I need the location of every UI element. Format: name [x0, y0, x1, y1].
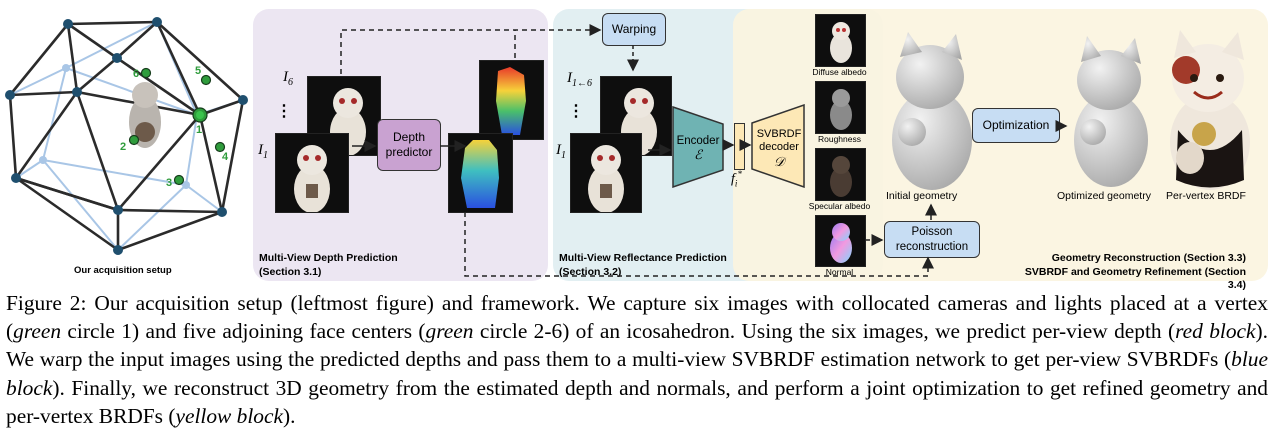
per-vertex-brdf-render [1170, 30, 1250, 190]
diffuse-albedo-label: Diffuse albedo [812, 67, 867, 77]
poisson-line1: Poisson [911, 226, 953, 239]
point-2-label: 2 [120, 141, 126, 153]
acquisition-label: Our acquisition setup [74, 265, 172, 276]
encoder-label: Encoder ℰ [676, 135, 720, 163]
input-image-i1 [275, 133, 349, 213]
reference-image [570, 133, 642, 213]
optimized-geometry-render [1074, 36, 1148, 187]
encoder-symbol: ℰ [694, 147, 702, 162]
decoder-symbol: 𝒟 [773, 154, 785, 170]
depth-map-i1 [448, 133, 513, 213]
caption-part1: Figure 2: Our acquisition setup (leftmos… [6, 291, 1268, 344]
geometry-title-line2: SVBRDF and Geometry Refinement (Section … [1024, 265, 1246, 292]
cat-image-icon [294, 145, 330, 213]
geometry-panel-title: Geometry Reconstruction (Section 3.3) SV… [1005, 252, 1246, 293]
flow-arrows [340, 24, 1068, 277]
reflectance-title-line1: Multi-View Reflectance Prediction [559, 252, 727, 264]
feature-sub: i [734, 178, 738, 189]
image-i1-from-6-label: I1←6 [567, 70, 592, 89]
decoder-block [751, 104, 805, 188]
roughness-label: Roughness [817, 134, 861, 144]
figure-caption: Figure 2: Our acquisition setup (leftmos… [6, 289, 1268, 430]
caption-part4: ). We warp the input images using the pr… [6, 319, 1269, 372]
point-1-label: 1 [196, 124, 202, 136]
caption-part6: ). [283, 403, 296, 428]
latent-feature-label: fi* [731, 169, 742, 188]
optimized-geometry-label: Optimized geometry [1057, 190, 1151, 202]
point-3-label: 3 [166, 177, 172, 189]
initial-geometry-render [892, 32, 972, 190]
point-6-label: 6 [133, 68, 139, 80]
point-5-label: 5 [195, 65, 201, 77]
depth-title-line2: (Section 3.1) [259, 265, 322, 278]
depth-map-i6 [479, 60, 544, 140]
decoder-text2: decoder [759, 141, 799, 154]
caption-emph2: green [425, 319, 474, 344]
per-vertex-brdf-label: Per-vertex BRDF [1166, 190, 1246, 202]
specular-albedo-label: Specular albedo [808, 201, 871, 211]
reflectance-title-line2: (Section 3.2) [559, 265, 622, 278]
normal-label: Normal [825, 267, 854, 277]
caption-emph5: yellow block [175, 403, 283, 428]
dots-icon: ⋮ [276, 103, 292, 120]
caption-emph3: red block [1175, 319, 1256, 344]
image-i6-label: I6 [283, 69, 293, 88]
caption-part5: ). Finally, we reconstruct 3D geometry f… [6, 375, 1268, 428]
image-i1-label: I1 [556, 142, 566, 161]
encoder-text: Encoder [676, 135, 720, 147]
decoder-label: SVBRDF decoder 𝒟 [753, 128, 805, 170]
depth-panel-title: Multi-View Depth Prediction (Section 3.1… [259, 252, 398, 279]
point-4-label: 4 [222, 151, 229, 163]
encoder-block [672, 106, 724, 188]
dots-icon: ⋮ [568, 103, 584, 120]
caption-part3: circle 2-6) of an icosahedron. Using the… [473, 319, 1176, 344]
reflectance-panel-title: Multi-View Reflectance Prediction (Secti… [559, 252, 727, 279]
diffuse-albedo-map [815, 14, 866, 67]
cat-image-icon [588, 145, 624, 213]
caption-emph1: green [13, 319, 62, 344]
depth-title-line1: Multi-View Depth Prediction [259, 252, 398, 264]
specular-albedo-map [815, 148, 866, 201]
warping-box: Warping [602, 13, 666, 46]
caption-emph4: blue block [6, 347, 1268, 400]
normal-map [815, 215, 866, 267]
caption-part2: circle 1) and five adjoining face center… [61, 319, 426, 344]
feature-sup: * [737, 169, 742, 179]
roughness-map [815, 81, 866, 134]
geometry-title-line1: Geometry Reconstruction (Section 3.3) [1051, 252, 1246, 264]
decoder-text1: SVBRDF [756, 128, 802, 140]
feature-f: f [731, 171, 735, 187]
cat-figurine-icon [129, 82, 161, 148]
image-i1-label: I1 [258, 142, 268, 161]
icosahedron-diagram: 1 2 3 4 5 6 [5, 17, 248, 255]
poisson-line2: reconstruction [895, 240, 969, 253]
optimization-box: Optimization [972, 108, 1060, 143]
depth-predictor-line2: predictor [385, 145, 433, 159]
initial-geometry-label: Initial geometry [886, 190, 958, 202]
depth-predictor-line1: Depth [392, 130, 426, 144]
